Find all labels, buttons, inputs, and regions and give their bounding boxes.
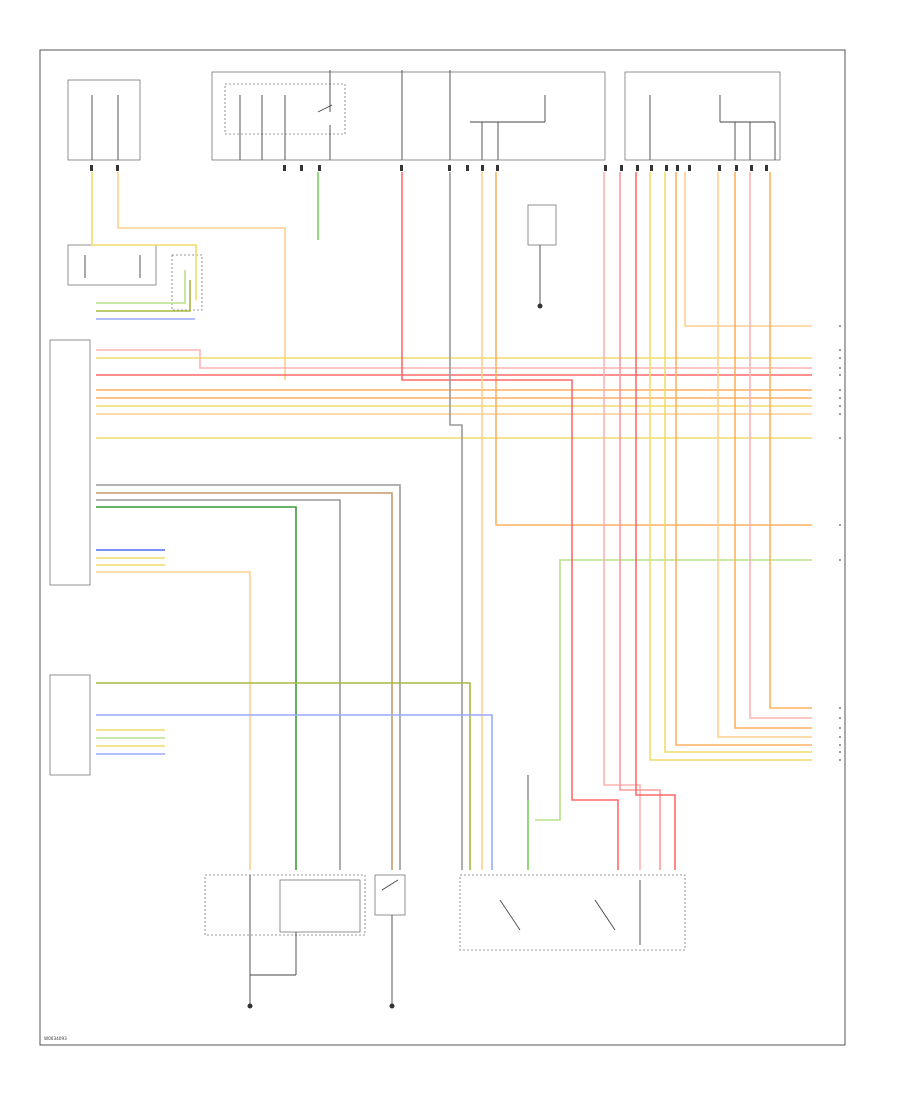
wire-lt-green-relay [96, 270, 186, 304]
bottom-left-switch-assembly [204, 874, 366, 1009]
wire-olive-relay [96, 280, 191, 312]
right-edge-terminals [839, 325, 841, 761]
wire-dkgreen-low [96, 506, 297, 870]
top-fuse-block-left [211, 70, 606, 161]
wire-row-1-pink [96, 349, 812, 369]
wire-orange-r5 [769, 172, 812, 709]
diagram-frame [39, 49, 846, 1046]
control-module-lower [49, 674, 91, 776]
top-fuse-block-right [624, 71, 781, 161]
wire-pink-1 [603, 172, 641, 870]
wire-yellow-r1 [649, 172, 812, 761]
wire-pink-r4 [749, 172, 812, 719]
wire-row-orange-mid [495, 172, 812, 526]
wire-yellow-r2 [664, 172, 812, 753]
control-module-main [49, 339, 91, 586]
wire-orange-r3 [734, 172, 812, 729]
wire-gray-low-2 [96, 499, 341, 870]
wire-orange-r1 [675, 172, 812, 746]
sensor-component [527, 204, 557, 309]
wire-brown-low [96, 492, 393, 870]
wire-row-top-orange [684, 172, 812, 327]
bottom-mid-switch [374, 874, 406, 1009]
junction-box-left [171, 254, 203, 311]
fuse-block-pins [90, 165, 768, 171]
bottom-right-module [459, 874, 686, 951]
wire-gray-center [449, 172, 463, 870]
top-left-fuse-box [67, 79, 141, 161]
wire-olive-lower [96, 682, 471, 870]
wire-blue-lower [96, 714, 493, 870]
wire-lt-yellow-left [91, 172, 197, 300]
wire-row-green-mid [535, 559, 812, 821]
wire-orange-r2 [717, 172, 812, 738]
wire-red-center [401, 172, 619, 870]
wire-orange-low [96, 571, 251, 870]
wire-red-right [635, 172, 676, 870]
wire-orange-left [117, 172, 286, 380]
wires [91, 172, 812, 870]
relay-module-left [67, 244, 157, 286]
wire-pink-2 [619, 172, 661, 870]
footer-code: W0034093 [44, 1036, 67, 1041]
wire-gray-low-1 [96, 484, 401, 870]
